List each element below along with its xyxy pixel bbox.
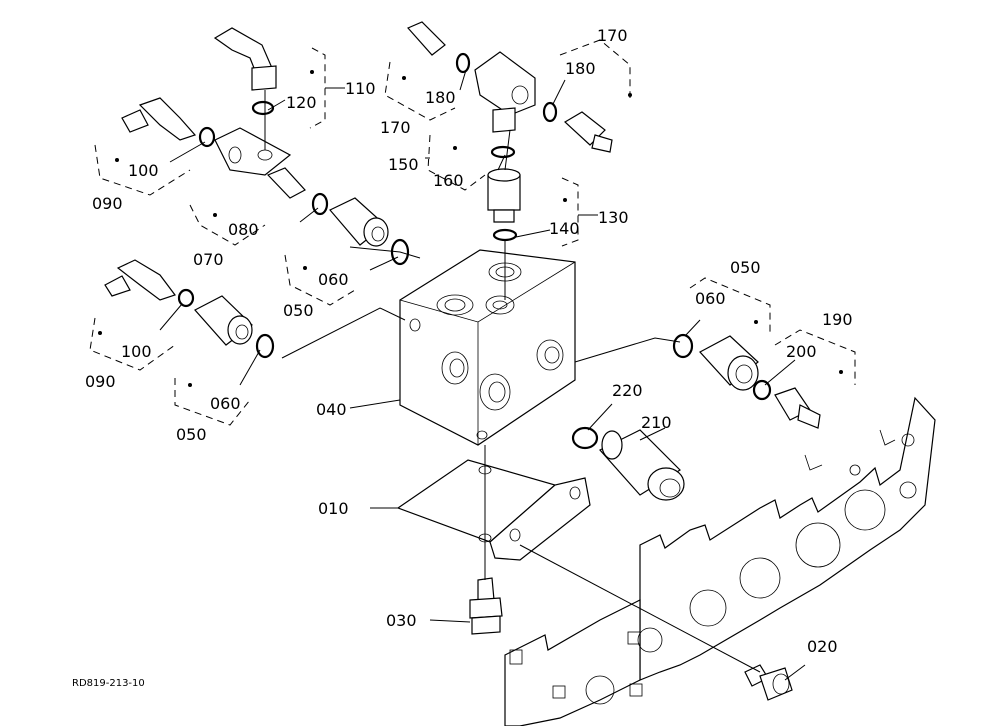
- label-050-mid: 050: [283, 301, 314, 320]
- label-060-mid: 060: [318, 270, 349, 289]
- o-ring-060-lower: [255, 333, 275, 359]
- label-040: 040: [316, 400, 347, 419]
- fitting-170-left: [406, 21, 446, 56]
- label-100-lower: 100: [121, 342, 152, 361]
- o-ring-140: [492, 228, 518, 242]
- label-160: 160: [433, 171, 464, 190]
- adapter-050-mid: [329, 197, 389, 247]
- part-labels: 010 020 030 040 050 050 050 060 060 060 …: [85, 26, 853, 656]
- bolt-020: [744, 664, 793, 701]
- o-ring-220: [571, 426, 599, 450]
- label-180-right: 180: [565, 59, 596, 78]
- o-ring-200: [752, 379, 772, 401]
- fitting-170-right: [563, 111, 613, 153]
- o-ring-180-right: [542, 101, 558, 123]
- elbow-090-upper: [121, 97, 197, 141]
- adapter-130: [487, 168, 521, 223]
- callout-dots: [98, 70, 843, 387]
- label-100-upper: 100: [128, 161, 159, 180]
- o-ring-060-mid: [390, 238, 410, 266]
- label-050-lower: 050: [176, 425, 207, 444]
- label-090-upper: 090: [92, 194, 123, 213]
- o-ring-180-left: [455, 52, 471, 74]
- o-ring-100-upper: [198, 126, 216, 148]
- elbow-090-lower: [104, 259, 176, 301]
- elbow-150: [474, 51, 536, 133]
- label-050-right: 050: [730, 258, 761, 277]
- label-080: 080: [228, 220, 259, 239]
- label-170-right: 170: [597, 26, 628, 45]
- valve-block: [399, 249, 576, 446]
- label-130: 130: [598, 208, 629, 227]
- adapter-050-lower: [194, 295, 253, 346]
- o-ring-120: [251, 100, 275, 116]
- o-ring-080: [311, 192, 329, 216]
- label-150: 150: [388, 155, 419, 174]
- label-070: 070: [193, 250, 224, 269]
- adapter-050-right: [699, 335, 759, 391]
- frame-plate: [504, 396, 936, 726]
- o-ring-160: [490, 145, 516, 159]
- label-200: 200: [786, 342, 817, 361]
- label-110: 110: [345, 79, 376, 98]
- fitting-210: [599, 429, 685, 501]
- fitting-190: [774, 387, 821, 429]
- o-ring-060-right: [672, 333, 694, 359]
- bracket: [396, 459, 591, 561]
- label-020: 020: [807, 637, 838, 656]
- label-170-left: 170: [380, 118, 411, 137]
- label-210: 210: [641, 413, 672, 432]
- fitting-080: [266, 167, 306, 199]
- elbow-110: [213, 27, 277, 91]
- label-220: 220: [612, 381, 643, 400]
- label-140: 140: [549, 219, 580, 238]
- group-brackets: [89, 39, 856, 426]
- label-180-left: 180: [425, 88, 456, 107]
- bolt-030: [469, 577, 503, 635]
- o-ring-100-lower: [177, 288, 195, 308]
- leader-lines: [159, 69, 806, 681]
- label-090-lower: 090: [85, 372, 116, 391]
- tee-block-070: [214, 127, 292, 176]
- label-010: 010: [318, 499, 349, 518]
- label-060-lower: 060: [210, 394, 241, 413]
- drawing-code: RD819-213-10: [72, 678, 145, 689]
- label-120: 120: [286, 93, 317, 112]
- label-190: 190: [822, 310, 853, 329]
- label-030: 030: [386, 611, 417, 630]
- label-060-right: 060: [695, 289, 726, 308]
